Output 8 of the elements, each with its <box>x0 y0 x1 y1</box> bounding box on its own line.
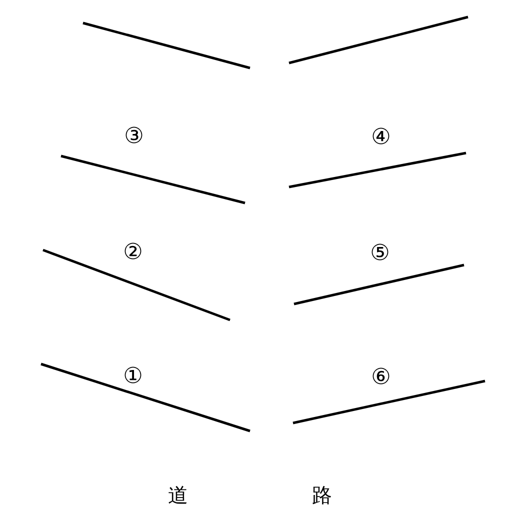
circled-number: ⑤ <box>370 243 390 265</box>
circled-number: ② <box>123 242 143 264</box>
road-label: 道 <box>168 485 188 505</box>
circled-number: ⑥ <box>371 367 391 389</box>
circled-number: ① <box>123 366 143 388</box>
circled-number: ④ <box>371 127 391 149</box>
road-label: 路 <box>312 485 332 505</box>
circled-number: ③ <box>124 126 144 148</box>
